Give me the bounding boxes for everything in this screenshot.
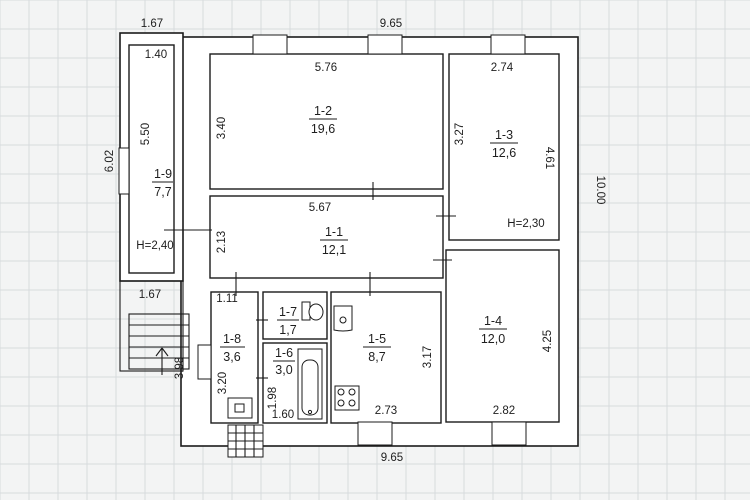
room-1-9-height-note: H=2,40	[136, 240, 173, 252]
room-1-4-area: 12,0	[481, 332, 505, 346]
window-1-4-bottom	[491, 421, 527, 446]
room-1-1-width: 5.67	[309, 202, 331, 214]
window-1-9-left	[118, 147, 130, 195]
dim-top-left: 1.67	[141, 18, 163, 30]
room-1-4-height: 4.25	[542, 330, 554, 352]
dim-porch-depth: 3.98	[174, 357, 186, 379]
room-1-8-area: 3,6	[223, 350, 240, 364]
room-1-3-width: 2.74	[491, 62, 514, 74]
room-1-1-height: 2.13	[216, 231, 228, 253]
window-1-2-left	[252, 34, 288, 55]
room-1-5-area: 8,7	[368, 350, 385, 364]
stove-icon	[334, 385, 360, 411]
dim-top-total: 9.65	[380, 18, 402, 30]
dim-left-height: 6.02	[104, 150, 116, 172]
room-1-3-id: 1-3	[495, 128, 513, 142]
bathtub-icon	[297, 348, 323, 420]
window-1-3	[490, 34, 526, 55]
room-1-8-height: 3.20	[217, 372, 229, 394]
toilet-icon	[301, 301, 324, 321]
room-1-5-height: 3.17	[422, 346, 434, 368]
room-1-5-id: 1-5	[368, 332, 386, 346]
porch-stairs	[128, 313, 190, 375]
dim-right-height: 10.00	[594, 176, 606, 205]
room-1-2-height: 3.40	[216, 117, 228, 139]
room-1-8-width: 1.11	[216, 293, 238, 305]
entrance-grate-icon	[227, 424, 264, 458]
room-1-1-id: 1-1	[325, 225, 343, 239]
room-1-2-id: 1-2	[314, 104, 332, 118]
room-1-9-area: 7,7	[154, 185, 171, 199]
room-1-1	[209, 195, 444, 279]
room-1-3-height-note: H=2,30	[507, 218, 544, 230]
room-1-6-width: 1.60	[272, 409, 294, 421]
room-1-4-id: 1-4	[484, 314, 502, 328]
porch-outline	[119, 280, 184, 372]
room-1-3-left-height: 3.27	[454, 123, 466, 145]
window-1-5-bottom	[357, 421, 393, 446]
room-1-6-id: 1-6	[275, 346, 293, 360]
room-1-1-area: 12,1	[322, 243, 346, 257]
dim-porch-width: 1.67	[139, 289, 161, 301]
room-1-3-area: 12,6	[492, 146, 516, 160]
window-1-8-left	[197, 344, 212, 380]
room-1-6-height: 1.98	[267, 387, 279, 409]
boiler-icon	[227, 397, 253, 419]
room-1-2	[209, 53, 444, 190]
room-1-6-area: 3,0	[275, 363, 292, 377]
door-marks	[164, 182, 456, 379]
sink-icon	[333, 305, 353, 332]
dim-bottom-total: 9.65	[381, 452, 403, 464]
room-1-9	[128, 44, 175, 274]
room-1-4	[445, 249, 560, 423]
room-1-9-id: 1-9	[154, 167, 172, 181]
window-1-2-right	[367, 34, 403, 55]
room-1-2-area: 19,6	[311, 122, 335, 136]
room-1-5-width: 2.73	[375, 405, 397, 417]
room-1-7-id: 1-7	[279, 305, 297, 319]
room-1-3-right-height: 4.61	[543, 147, 555, 169]
room-1-8-id: 1-8	[223, 332, 241, 346]
room-1-9-width: 1.40	[145, 49, 167, 61]
room-1-7-area: 1,7	[279, 323, 296, 337]
room-1-9-height: 5.50	[140, 123, 152, 145]
room-1-4-width: 2.82	[493, 405, 515, 417]
room-1-2-width: 5.76	[315, 62, 337, 74]
